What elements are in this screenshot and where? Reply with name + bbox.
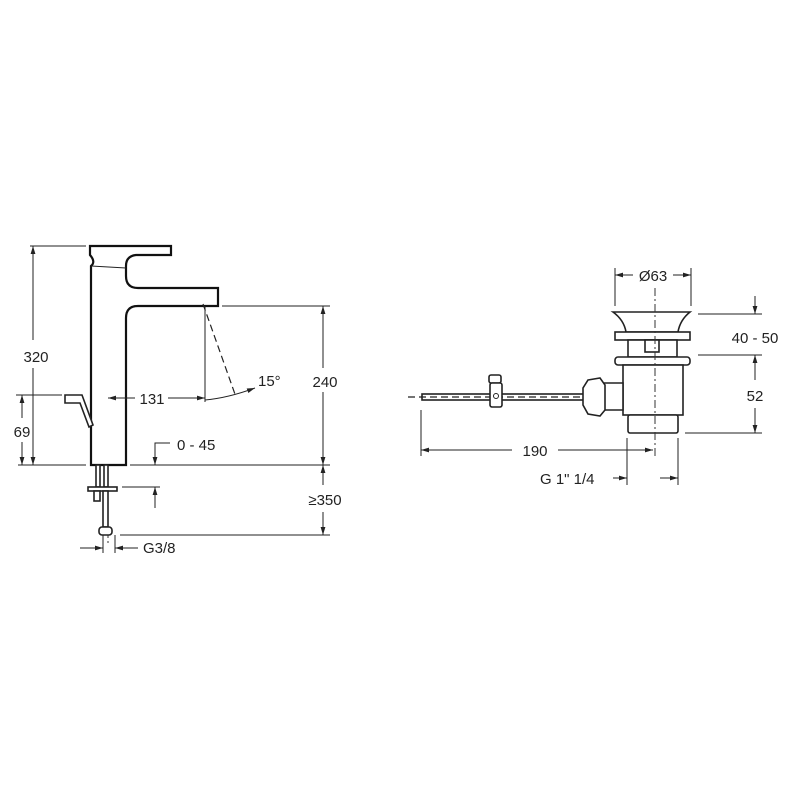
dim-label-190: 190 [522,443,547,460]
dim-drain-height: 52 [685,355,764,434]
dim-label-69: 69 [14,424,31,441]
faucet-side-lever [64,394,94,429]
dim-label-d63: Ø63 [639,268,667,285]
drain-drawing: Ø63 40 - 50 52 190 [408,268,778,488]
faucet-body [88,244,220,467]
dim-drain-thread: G 1" 1/4 [540,438,679,488]
dim-label-350: ≥350 [308,492,341,509]
rod-clamp [488,374,503,408]
dim-spray-angle: 15° [202,303,281,402]
dim-label-15deg: 15° [258,373,281,390]
drain-cap [610,311,693,333]
drain-plug-stem [644,339,660,353]
dim-label-40-50: 40 - 50 [732,330,779,347]
dim-faucet-thread: G3/8 [80,535,176,557]
supply-pipes [87,464,118,536]
dim-spout-height: 240 [130,305,338,466]
dim-label-g1-1-4: G 1" 1/4 [540,471,595,488]
dim-total-height: 320 [18,245,86,466]
dim-pop-up-travel: 40 - 50 [698,296,779,356]
dim-label-131: 131 [139,391,164,408]
drain-side-nut [582,377,606,417]
dim-label-52: 52 [747,388,764,405]
dim-drain-diameter: Ø63 [614,268,692,306]
drain-tail [627,414,679,434]
faucet-drawing: 320 69 131 15° 240 [14,244,342,557]
drain-flange-bottom [614,356,691,366]
dim-rod-length: 190 [420,410,653,460]
dim-label-g38: G3/8 [143,540,176,557]
dim-deck-thickness: 0 - 45 [122,437,215,508]
dim-spout-reach: 131 [108,391,205,408]
drain-body [622,364,684,416]
drain-flange-top [614,331,691,341]
dim-label-320: 320 [23,349,48,366]
dim-lever-height: 69 [14,394,62,465]
dim-supply-length: ≥350 [120,465,342,536]
dim-label-0-45: 0 - 45 [177,437,215,454]
dim-label-240: 240 [312,374,337,391]
faucet-lever-joint [90,265,127,269]
